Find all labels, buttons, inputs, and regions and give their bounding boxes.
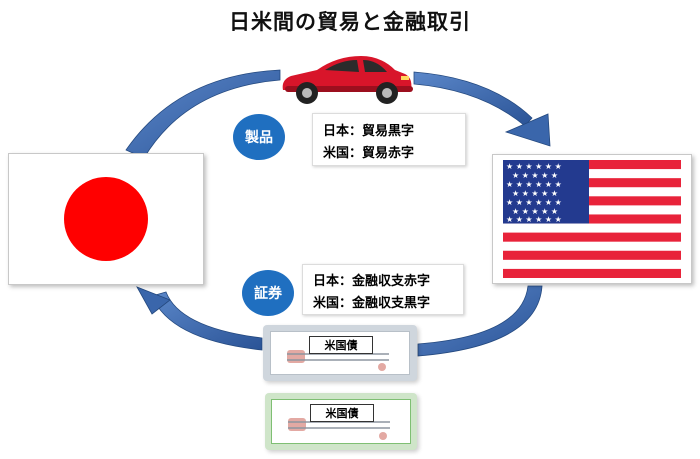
bond-label-2: 米国債 xyxy=(310,404,374,422)
svg-text:★ ★ ★ ★ ★: ★ ★ ★ ★ ★ xyxy=(512,207,558,216)
bond-label-1: 米国債 xyxy=(309,336,373,354)
securities-us-line: 米国：金融収支黒字 xyxy=(313,296,431,311)
top-arrow xyxy=(125,69,551,159)
bond-certificate-icon: 米国債 xyxy=(265,393,417,450)
securities-info-box: 日本：金融収支赤字 米国：金融収支黒字 xyxy=(302,264,464,315)
securities-japan-line: 日本：金融収支赤字 xyxy=(313,274,431,289)
diagram-title: 日米間の貿易と金融取引 xyxy=(229,10,471,34)
products-info-box: 日本：貿易黒字 米国：貿易赤字 xyxy=(312,113,466,166)
svg-text:★ ★ ★ ★ ★ ★: ★ ★ ★ ★ ★ ★ xyxy=(506,215,562,224)
svg-text:★ ★ ★ ★ ★ ★: ★ ★ ★ ★ ★ ★ xyxy=(506,198,562,207)
japan-flag-icon xyxy=(8,153,204,285)
bond-certificate-icon: 米国債 xyxy=(263,325,417,381)
securities-badge: 証券 xyxy=(242,270,294,316)
products-japan-line: 日本：貿易黒字 xyxy=(323,124,415,139)
bottom-arrow xyxy=(136,285,543,357)
svg-text:★ ★ ★ ★ ★: ★ ★ ★ ★ ★ xyxy=(512,171,558,180)
us-flag-icon: ★ ★ ★ ★ ★ ★ ★ ★ ★ ★ ★ ★ ★ ★ ★ ★ ★ ★ ★ ★ … xyxy=(492,154,692,284)
products-badge: 製品 xyxy=(233,114,285,160)
products-us-line: 米国：貿易赤字 xyxy=(323,146,415,161)
car-icon xyxy=(282,56,413,104)
svg-text:★ ★ ★ ★ ★ ★: ★ ★ ★ ★ ★ ★ xyxy=(506,180,562,189)
svg-text:★ ★ ★ ★ ★: ★ ★ ★ ★ ★ xyxy=(512,189,558,198)
svg-text:★ ★ ★ ★ ★ ★: ★ ★ ★ ★ ★ ★ xyxy=(506,162,562,171)
